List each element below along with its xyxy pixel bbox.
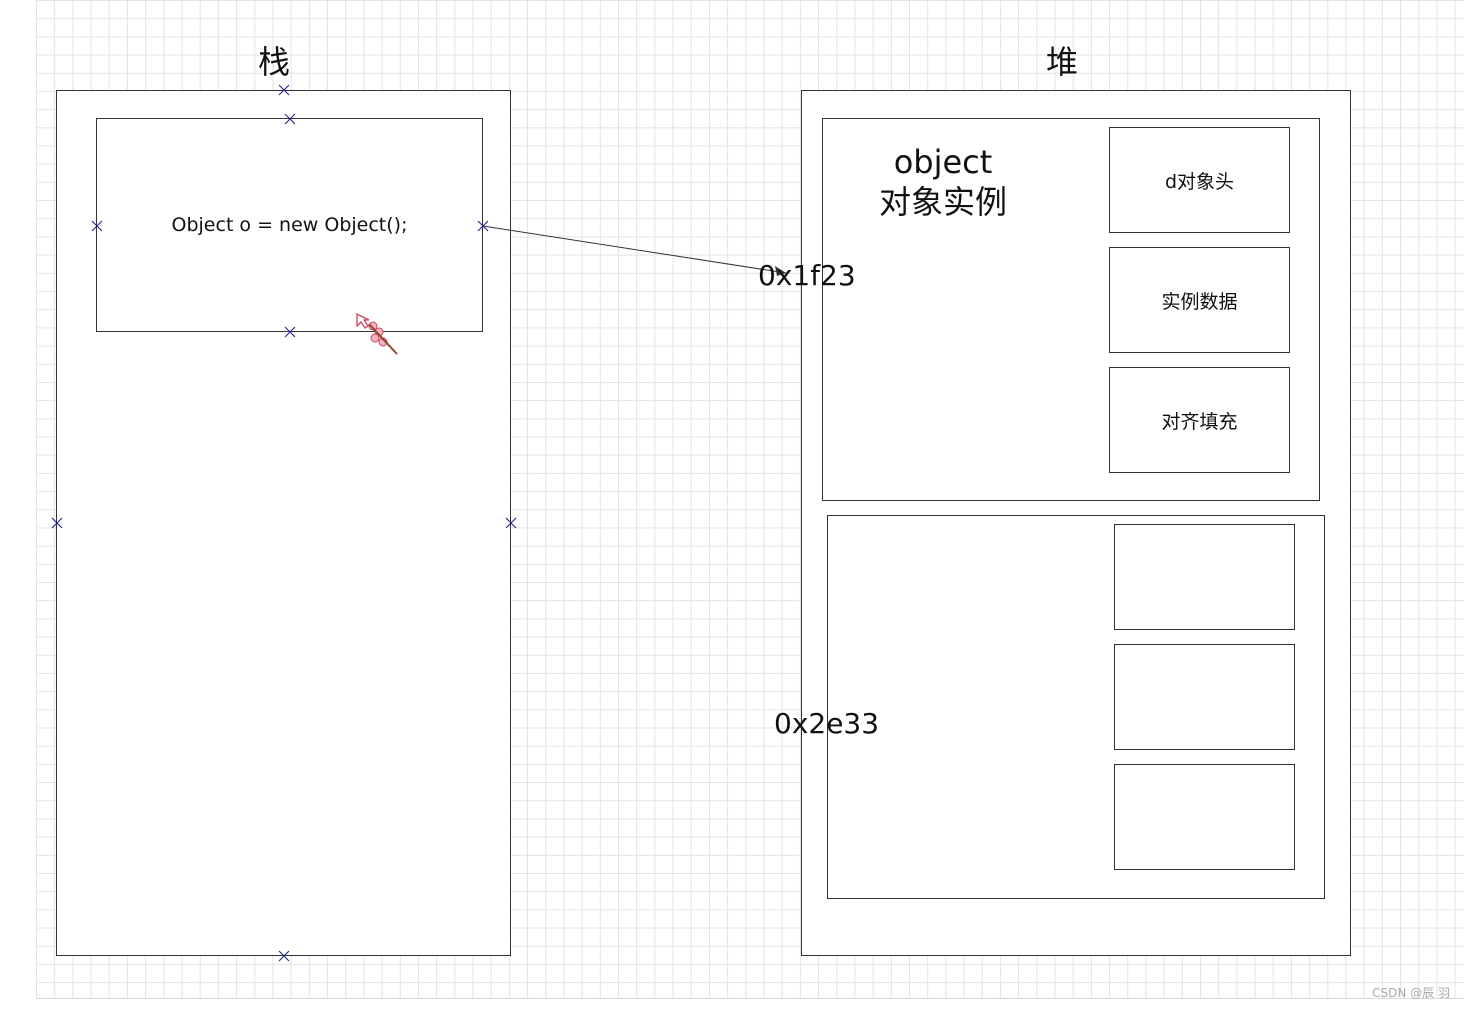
statement-text: Object o = new Object(); xyxy=(171,214,408,236)
address-first: 0x1f23 xyxy=(758,259,856,292)
instance-data-box[interactable]: 实例数据 xyxy=(1109,247,1290,353)
second-part-box[interactable] xyxy=(1114,644,1295,750)
alignment-padding-box[interactable]: 对齐填充 xyxy=(1109,367,1290,473)
resize-handle-icon[interactable] xyxy=(284,326,296,338)
resize-handle-icon[interactable] xyxy=(477,220,489,232)
object-instance-label: object 对象实例 xyxy=(862,142,1024,222)
resize-handle-icon[interactable] xyxy=(505,517,517,529)
heap-title: 堆 xyxy=(1046,43,1079,81)
stack-title: 栈 xyxy=(258,43,291,81)
object-label-line2: 对象实例 xyxy=(878,183,1007,221)
object-header-box[interactable]: d对象头 xyxy=(1109,127,1290,233)
address-second: 0x2e33 xyxy=(774,707,880,740)
alignment-padding-label: 对齐填充 xyxy=(1161,410,1238,433)
object-label-line1: object xyxy=(893,143,993,181)
object-header-label: d对象头 xyxy=(1164,170,1235,193)
second-part-box[interactable] xyxy=(1114,764,1295,870)
statement-box[interactable]: Object o = new Object(); xyxy=(96,118,483,332)
cursor-icon xyxy=(355,312,401,362)
resize-handle-icon[interactable] xyxy=(278,84,290,96)
resize-handle-icon[interactable] xyxy=(278,950,290,962)
resize-handle-icon[interactable] xyxy=(284,113,296,125)
watermark: CSDN @辰 羽 xyxy=(1372,986,1450,1000)
resize-handle-icon[interactable] xyxy=(91,220,103,232)
second-part-box[interactable] xyxy=(1114,524,1295,630)
resize-handle-icon[interactable] xyxy=(51,517,63,529)
instance-data-label: 实例数据 xyxy=(1161,290,1238,313)
